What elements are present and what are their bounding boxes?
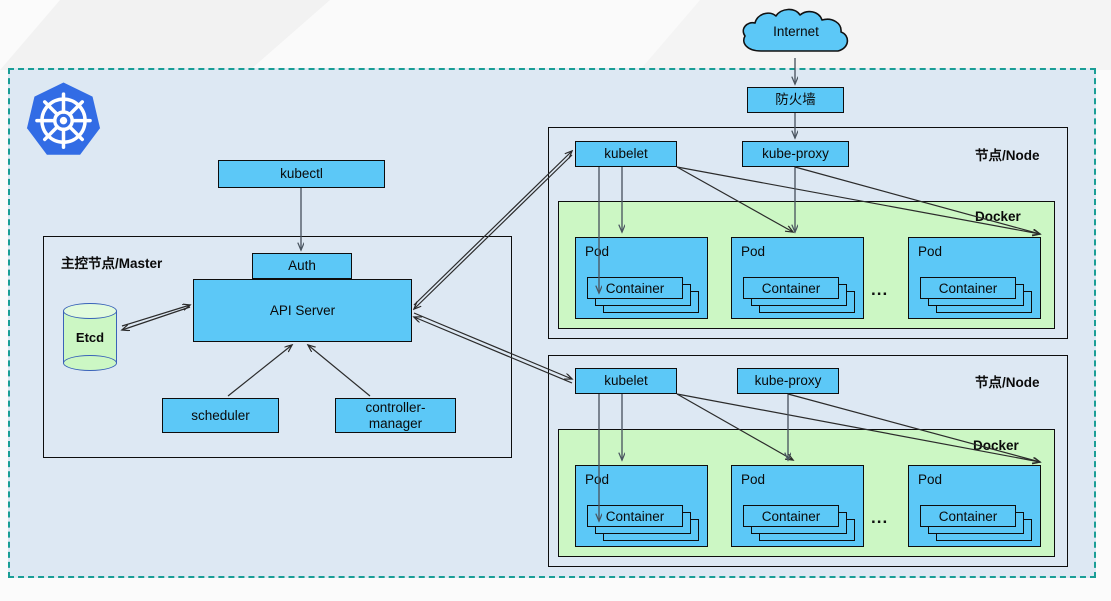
node-1-pod-1[interactable]: Pod Container <box>575 237 708 319</box>
cloud-icon <box>742 8 849 52</box>
node-2-pod-3-label: Pod <box>918 472 943 487</box>
node-1-pod-1-label: Pod <box>585 244 610 259</box>
node-2-kubelet-box[interactable]: kubelet <box>575 368 677 394</box>
node-2-docker-title: Docker <box>973 438 1019 453</box>
node-1-pod-1-container[interactable]: Container <box>587 277 683 299</box>
node-2-pod-3[interactable]: Pod Container <box>908 465 1041 547</box>
node-2-kube-proxy-box[interactable]: kube-proxy <box>737 368 839 394</box>
internet-cloud: Internet <box>737 7 855 60</box>
node-1-pod-1-container-stack: Container <box>587 277 699 313</box>
master-title: 主控节点/Master <box>61 256 163 271</box>
node-2-pod-3-container[interactable]: Container <box>920 505 1016 527</box>
node-2-pod-1[interactable]: Pod Container <box>575 465 708 547</box>
firewall-box[interactable]: 防火墙 <box>747 87 844 113</box>
node-1-title: 节点/Node <box>975 148 1040 163</box>
node-2-pod-1-container-stack: Container <box>587 505 699 541</box>
internet-label: Internet <box>773 24 819 39</box>
node-2-pod-2[interactable]: Pod Container <box>731 465 864 547</box>
etcd-label: Etcd <box>75 329 105 345</box>
etcd-top <box>63 303 117 319</box>
node-2-pod-2-label: Pod <box>741 472 766 487</box>
node-1-pod-2-container-stack: Container <box>743 277 855 313</box>
node-1-kube-proxy-box[interactable]: kube-proxy <box>742 141 849 167</box>
node-2-region <box>548 355 1068 567</box>
node-1-pod-3-container[interactable]: Container <box>920 277 1016 299</box>
node-2-pod-2-container[interactable]: Container <box>743 505 839 527</box>
node-1-pod-2-container[interactable]: Container <box>743 277 839 299</box>
api-server-box[interactable]: API Server <box>193 279 412 342</box>
node-2-pod-3-container-stack: Container <box>920 505 1032 541</box>
kubernetes-logo <box>22 80 105 163</box>
controller-manager-line2: manager <box>368 415 423 431</box>
node-1-pod-2-label: Pod <box>741 244 766 259</box>
controller-manager-line1: controller- <box>365 399 426 415</box>
node-2-pod-1-container[interactable]: Container <box>587 505 683 527</box>
node-1-pod-3[interactable]: Pod Container <box>908 237 1041 319</box>
scheduler-box[interactable]: scheduler <box>162 398 279 433</box>
etcd-cylinder[interactable]: Etcd <box>63 303 117 371</box>
controller-manager-box[interactable]: controller- manager <box>335 398 456 433</box>
etcd-bottom <box>63 355 117 371</box>
node-1-docker-title: Docker <box>975 209 1021 224</box>
node-2-pod-2-container-stack: Container <box>743 505 855 541</box>
background-texture <box>0 0 1111 70</box>
node-1-pod-3-container-stack: Container <box>920 277 1032 313</box>
node-2-pods-ellipsis: ... <box>871 508 889 527</box>
node-2-pod-1-label: Pod <box>585 472 610 487</box>
node-1-pod-2[interactable]: Pod Container <box>731 237 864 319</box>
auth-box[interactable]: Auth <box>252 253 352 279</box>
node-1-pod-3-label: Pod <box>918 244 943 259</box>
node-2-title: 节点/Node <box>975 375 1040 390</box>
node-1-kubelet-box[interactable]: kubelet <box>575 141 677 167</box>
kubectl-box[interactable]: kubectl <box>218 160 385 188</box>
node-1-pods-ellipsis: ... <box>871 280 889 299</box>
